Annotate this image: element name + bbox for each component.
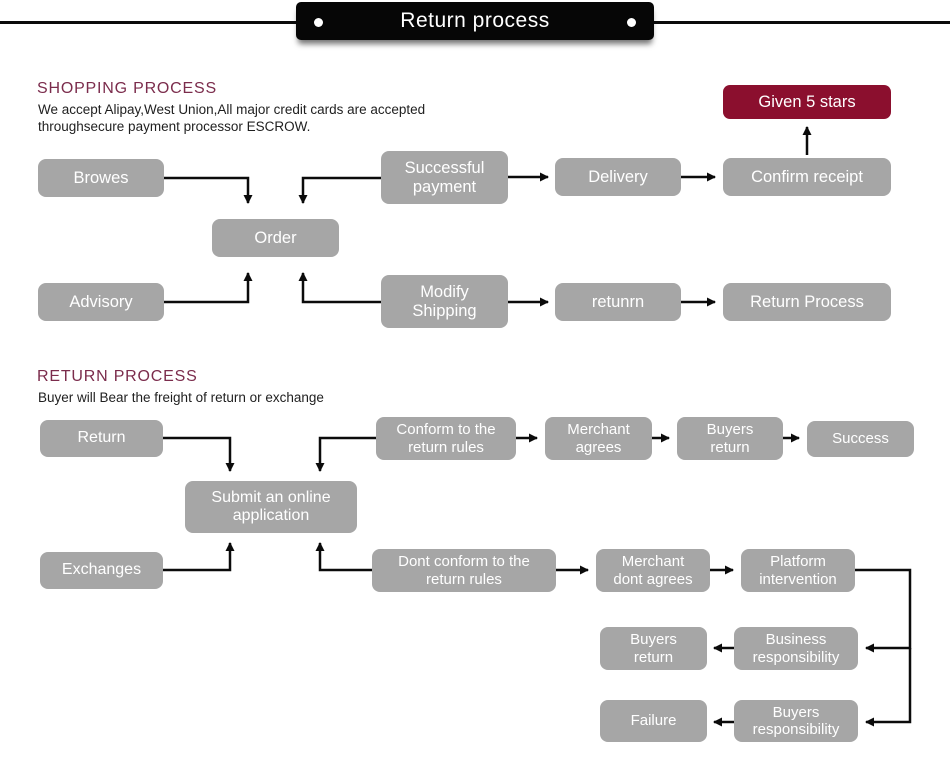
page-title: Return process bbox=[400, 9, 550, 32]
node-exchanges: Exchanges bbox=[40, 552, 163, 589]
node-merchant-dont-agrees: Merchant dont agrees bbox=[596, 549, 710, 592]
node-retunrn: retunrn bbox=[555, 283, 681, 321]
node-success: Success bbox=[807, 421, 914, 457]
dot-icon bbox=[627, 18, 636, 27]
node-business-responsibility: Business responsibility bbox=[734, 627, 858, 670]
node-buyers-return-bottom: Buyers return bbox=[600, 627, 707, 670]
node-given-5-stars: Given 5 stars bbox=[723, 85, 891, 119]
connector-successful-payment-order bbox=[298, 176, 381, 204]
shopping-process-description: We accept Alipay,West Union,All major cr… bbox=[38, 102, 426, 134]
node-buyers-return-top: Buyers return bbox=[677, 417, 783, 460]
connector-return-submit bbox=[163, 436, 235, 472]
connector-modify-shipping-order bbox=[298, 272, 381, 304]
connector-platform-business-responsibility bbox=[855, 568, 912, 653]
connector-conform-submit bbox=[315, 436, 376, 472]
return-process-description: Buyer will Bear the freight of return or… bbox=[38, 390, 324, 405]
node-return-process: Return Process bbox=[723, 283, 891, 321]
node-buyers-responsibility: Buyers responsibility bbox=[734, 700, 858, 742]
node-merchant-agrees: Merchant agrees bbox=[545, 417, 652, 460]
connector-platform-buyers-responsibility bbox=[865, 648, 912, 727]
connector-advisory-order bbox=[164, 272, 253, 304]
node-platform-intervention: Platform intervention bbox=[741, 549, 855, 592]
connector-dont-conform-submit bbox=[315, 542, 372, 572]
node-successful-payment: Successful payment bbox=[381, 151, 508, 204]
node-delivery: Delivery bbox=[555, 158, 681, 196]
connector-exchanges-submit bbox=[163, 542, 235, 572]
node-return: Return bbox=[40, 420, 163, 457]
node-order: Order bbox=[212, 219, 339, 257]
node-browes: Browes bbox=[38, 159, 164, 197]
node-confirm-receipt: Confirm receipt bbox=[723, 158, 891, 196]
node-conform-to-return-rules: Conform to the return rules bbox=[376, 417, 516, 460]
node-advisory: Advisory bbox=[38, 283, 164, 321]
connector-browes-order bbox=[164, 176, 253, 204]
dot-icon bbox=[314, 18, 323, 27]
node-failure: Failure bbox=[600, 700, 707, 742]
header-banner: Return process bbox=[296, 2, 654, 40]
node-submit-online-application: Submit an online application bbox=[185, 481, 357, 533]
shopping-process-heading: SHOPPING PROCESS bbox=[37, 80, 217, 97]
node-modify-shipping: Modify Shipping bbox=[381, 275, 508, 328]
return-process-heading: RETURN PROCESS bbox=[37, 368, 198, 385]
node-dont-conform-to-return-rules: Dont conform to the return rules bbox=[372, 549, 556, 592]
